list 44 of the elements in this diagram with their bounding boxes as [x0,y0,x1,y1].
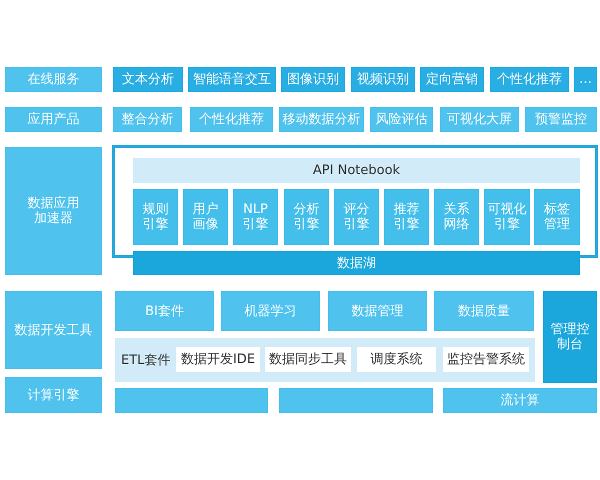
compute-tile [279,388,433,413]
product-tile: 预警监控 [525,107,597,132]
etl-tool-tile: 数据开发IDE [176,347,260,372]
engine-tile: 评分引擎 [334,189,379,245]
compute-tile: 流计算 [443,388,597,413]
engine-tile: NLP引擎 [233,189,278,245]
service-tile: 智能语音交互 [188,67,276,92]
layer-tile: 在线服务 [5,67,102,92]
tool-tile: 数据质量 [434,291,534,331]
product-tile: 个性化推荐 [190,107,273,132]
layer-tile: 应用产品 [5,107,102,132]
product-tile: 移动数据分析 [279,107,364,132]
service-tile: … [574,67,597,92]
etl-panel [115,338,535,382]
tool-tile: 数据管理 [328,291,427,331]
tool-tile: BI套件 [115,291,214,331]
etl-tool-tile: 监控告警系统 [443,347,529,372]
accelerator-frame [112,145,598,258]
etl-tool-tile: 数据同步工具 [265,347,351,372]
product-tile: 可视化大屏 [440,107,519,132]
layer-tile: 数据开发工具 [5,291,102,369]
data-lake-bar: 数据湖 [133,251,580,275]
etl-tool-tile: 调度系统 [357,347,436,372]
console-tile: 管理控制台 [543,291,597,383]
engine-tile: 可视化引擎 [484,189,530,245]
product-tile: 风险评估 [370,107,433,132]
product-tile: 整合分析 [113,107,182,132]
service-tile: 文本分析 [113,67,183,92]
panel-title: ETL套件 [121,352,170,368]
engine-tile: 标签管理 [534,189,580,245]
compute-tile [115,388,268,413]
engine-tile: 推荐引擎 [384,189,429,245]
service-tile: 视频识别 [351,67,415,92]
engine-tile: 规则引擎 [133,189,178,245]
engine-tile: 用户画像 [183,189,228,245]
service-tile: 个性化推荐 [490,67,569,92]
engine-tile: 关系网络 [434,189,479,245]
layer-tile: 计算引擎 [5,377,102,413]
service-tile: 定向营销 [420,67,484,92]
tool-tile: 机器学习 [221,291,320,331]
service-tile: 图像识别 [281,67,345,92]
notebook-bar: API Notebook [133,158,580,183]
engine-tile: 分析引擎 [284,189,329,245]
layer-tile: 数据应用加速器 [5,147,102,275]
